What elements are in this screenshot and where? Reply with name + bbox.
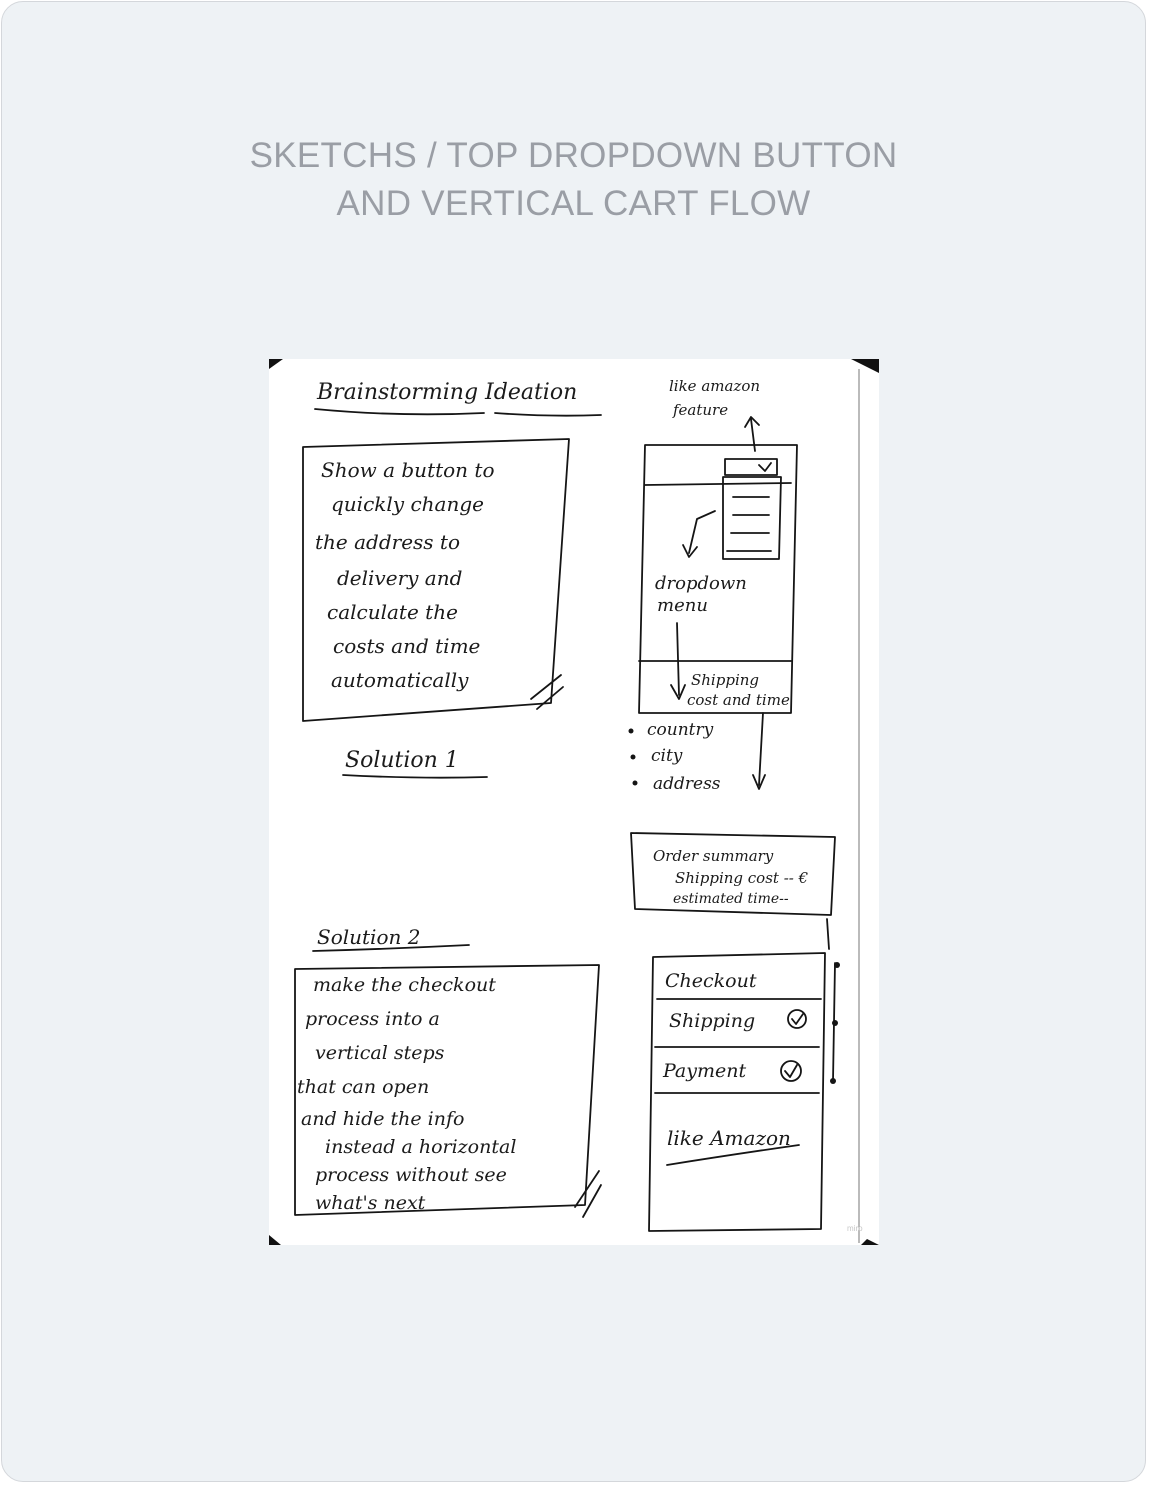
- sketch-heading: Brainstorming Ideation: [316, 380, 577, 405]
- side-dot-1: [834, 962, 840, 968]
- solution1-line-4: delivery and: [337, 566, 462, 590]
- corner-mark-bottom-right: [861, 1239, 879, 1245]
- svg-text:what's next: what's next: [315, 1192, 426, 1214]
- svg-text:automatically: automatically: [331, 668, 469, 692]
- corner-mark-top-right: [851, 359, 879, 373]
- svg-text:like amazon: like amazon: [669, 377, 760, 395]
- wireframe1-bullet-country: country: [647, 720, 714, 740]
- solution1-line-2: quickly change: [331, 492, 484, 516]
- svg-text:city: city: [651, 746, 683, 766]
- solution2-line-5: and hide the info: [301, 1108, 464, 1130]
- svg-text:menu: menu: [657, 595, 708, 616]
- solution2-label: Solution 2: [317, 925, 420, 949]
- solution2-line-1: make the checkout: [313, 974, 496, 996]
- svg-text:calculate the: calculate the: [327, 600, 458, 624]
- solution1-line-7: automatically: [331, 668, 469, 692]
- svg-text:Checkout: Checkout: [665, 970, 757, 992]
- solution1-line-1: Show a button to: [321, 458, 495, 482]
- svg-text:costs and time: costs and time: [333, 634, 480, 658]
- corner-mark-top-left: [269, 359, 283, 369]
- order-summary-line-2: Shipping cost -- €: [675, 869, 809, 887]
- wireframe1-flow-arrow: [683, 511, 715, 557]
- svg-text:and hide the info: and hide the info: [301, 1108, 464, 1130]
- solution2-line-7: process without see: [315, 1164, 507, 1186]
- wireframe1-note-line-2: feature: [672, 401, 728, 419]
- svg-text:vertical steps: vertical steps: [315, 1042, 445, 1064]
- wireframe1-bullet-city: city: [651, 746, 683, 766]
- wireframe1-bullet-address: address: [653, 774, 721, 794]
- order-summary-connector: [827, 919, 829, 949]
- wireframe2-note: like Amazon: [667, 1126, 791, 1150]
- svg-text:Order summary: Order summary: [653, 847, 774, 865]
- wireframe1-dropdown-label-1: dropdown: [655, 573, 747, 594]
- side-dot-3: [830, 1078, 836, 1084]
- svg-text:feature: feature: [672, 401, 728, 419]
- svg-text:Shipping: Shipping: [691, 671, 759, 689]
- svg-text:process without see: process without see: [315, 1164, 507, 1186]
- solution2-line-4: that can open: [297, 1076, 429, 1098]
- svg-text:Payment: Payment: [662, 1060, 746, 1082]
- wireframe2-row-shipping: Shipping: [669, 1010, 755, 1032]
- wireframe1-header-line: [645, 483, 791, 485]
- sketch-drawing: Brainstorming Ideation Show a button to …: [269, 359, 879, 1245]
- svg-text:estimated time--: estimated time--: [673, 891, 789, 907]
- wireframe2-row-checkout: Checkout: [665, 970, 757, 992]
- solution1-line-5: calculate the: [327, 600, 458, 624]
- svg-text:the address to: the address to: [315, 530, 460, 554]
- shipping-check-icon: [788, 1010, 806, 1028]
- solution1-label-underline: [343, 775, 487, 778]
- solution2-line-3: vertical steps: [315, 1042, 445, 1064]
- payment-checkmark: [785, 1065, 797, 1077]
- svg-text:instead a horizontal: instead a horizontal: [325, 1136, 516, 1158]
- page-title-line-2: AND VERTICAL CART FLOW: [2, 180, 1145, 228]
- wireframe1-shipping-label-2: cost and time: [687, 691, 790, 709]
- page-title-line-1: SKETCHS / TOP DROPDOWN BUTTON: [2, 132, 1145, 180]
- page-title: SKETCHS / TOP DROPDOWN BUTTON AND VERTIC…: [2, 132, 1145, 228]
- payment-check-icon: [781, 1061, 801, 1081]
- svg-text:that can open: that can open: [297, 1076, 429, 1098]
- bullet-3: [633, 781, 638, 786]
- corner-mark-bottom-left: [269, 1235, 281, 1245]
- heading-underline-1: [315, 409, 484, 414]
- wireframe1-dropdown-label-2: menu: [657, 595, 708, 616]
- svg-text:Shipping cost -- €: Shipping cost -- €: [675, 869, 809, 887]
- svg-text:process into a: process into a: [305, 1008, 440, 1030]
- chevron-down-icon: [759, 463, 771, 471]
- wireframe1-dropdown-menu: [723, 477, 781, 559]
- solution1-line-3: the address to: [315, 530, 460, 554]
- svg-text:address: address: [653, 774, 721, 794]
- wireframe2-phone-frame: [649, 953, 825, 1231]
- order-summary-line-3: estimated time--: [673, 891, 789, 907]
- bullet-2: [631, 755, 636, 760]
- wireframe1-dropdown-lines: [727, 497, 771, 551]
- solution2-line-8: what's next: [315, 1192, 426, 1214]
- svg-text:delivery and: delivery and: [337, 566, 462, 590]
- svg-text:quickly change: quickly change: [331, 492, 484, 516]
- shipping-checkmark: [792, 1014, 803, 1024]
- sketch-image: Brainstorming Ideation Show a button to …: [269, 359, 879, 1245]
- solution2-box-flourish: [575, 1171, 601, 1217]
- solution2-line-6: instead a horizontal: [325, 1136, 516, 1158]
- svg-text:cost and time: cost and time: [687, 691, 790, 709]
- wireframe1-dropdown-button: [725, 459, 777, 475]
- solution2-line-2: process into a: [305, 1008, 440, 1030]
- svg-text:dropdown: dropdown: [655, 573, 747, 594]
- bullet-1: [629, 729, 634, 734]
- solution1-label: Solution 1: [345, 748, 459, 773]
- wireframe1-note-line-1: like amazon: [669, 377, 760, 395]
- svg-text:country: country: [647, 720, 714, 740]
- heading-underline-2: [495, 413, 601, 416]
- wireframe2-row-payment: Payment: [662, 1060, 746, 1082]
- side-dot-2: [832, 1020, 838, 1026]
- svg-text:Shipping: Shipping: [669, 1010, 755, 1032]
- watermark: miro: [847, 1224, 863, 1233]
- svg-text:make the checkout: make the checkout: [313, 974, 496, 996]
- svg-text:like Amazon: like Amazon: [667, 1126, 791, 1150]
- svg-text:Show a button to: Show a button to: [321, 458, 495, 482]
- wireframe1-right-arrow: [753, 713, 765, 789]
- solution1-line-6: costs and time: [333, 634, 480, 658]
- wireframe1-shipping-label-1: Shipping: [691, 671, 759, 689]
- order-summary-line-1: Order summary: [653, 847, 774, 865]
